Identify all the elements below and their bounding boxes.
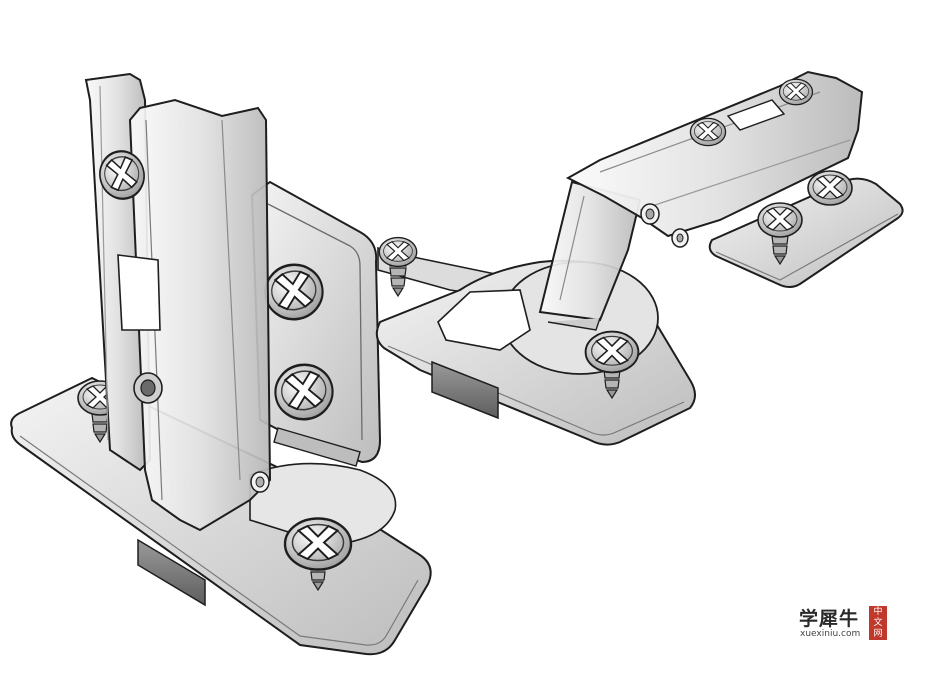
adjust-screw-icon bbox=[133, 372, 163, 404]
right-back-plate bbox=[708, 177, 904, 288]
pivot-pin-icon bbox=[640, 203, 660, 225]
right-hinge-arm bbox=[538, 180, 642, 322]
pivot-pin-icon bbox=[671, 228, 689, 248]
phillips-screw-icon bbox=[807, 170, 853, 206]
watermark-seal: 中 文 网 bbox=[869, 606, 887, 640]
seal-char: 网 bbox=[873, 629, 883, 639]
left-hinge-arm-front bbox=[128, 98, 272, 532]
watermark-url: xuexiniu.com bbox=[800, 629, 861, 639]
seal-char: 文 bbox=[873, 618, 883, 628]
left-hinge bbox=[10, 72, 432, 656]
seal-char: 中 bbox=[873, 607, 883, 617]
right-hinge bbox=[375, 70, 904, 446]
phillips-screw-icon bbox=[689, 117, 727, 147]
watermark-title: 学犀牛 bbox=[799, 608, 860, 630]
pivot-pin-icon bbox=[250, 471, 270, 493]
phillips-screw-icon bbox=[778, 78, 814, 106]
watermark: 学犀牛 xuexiniu.com 中 文 网 bbox=[797, 604, 893, 646]
